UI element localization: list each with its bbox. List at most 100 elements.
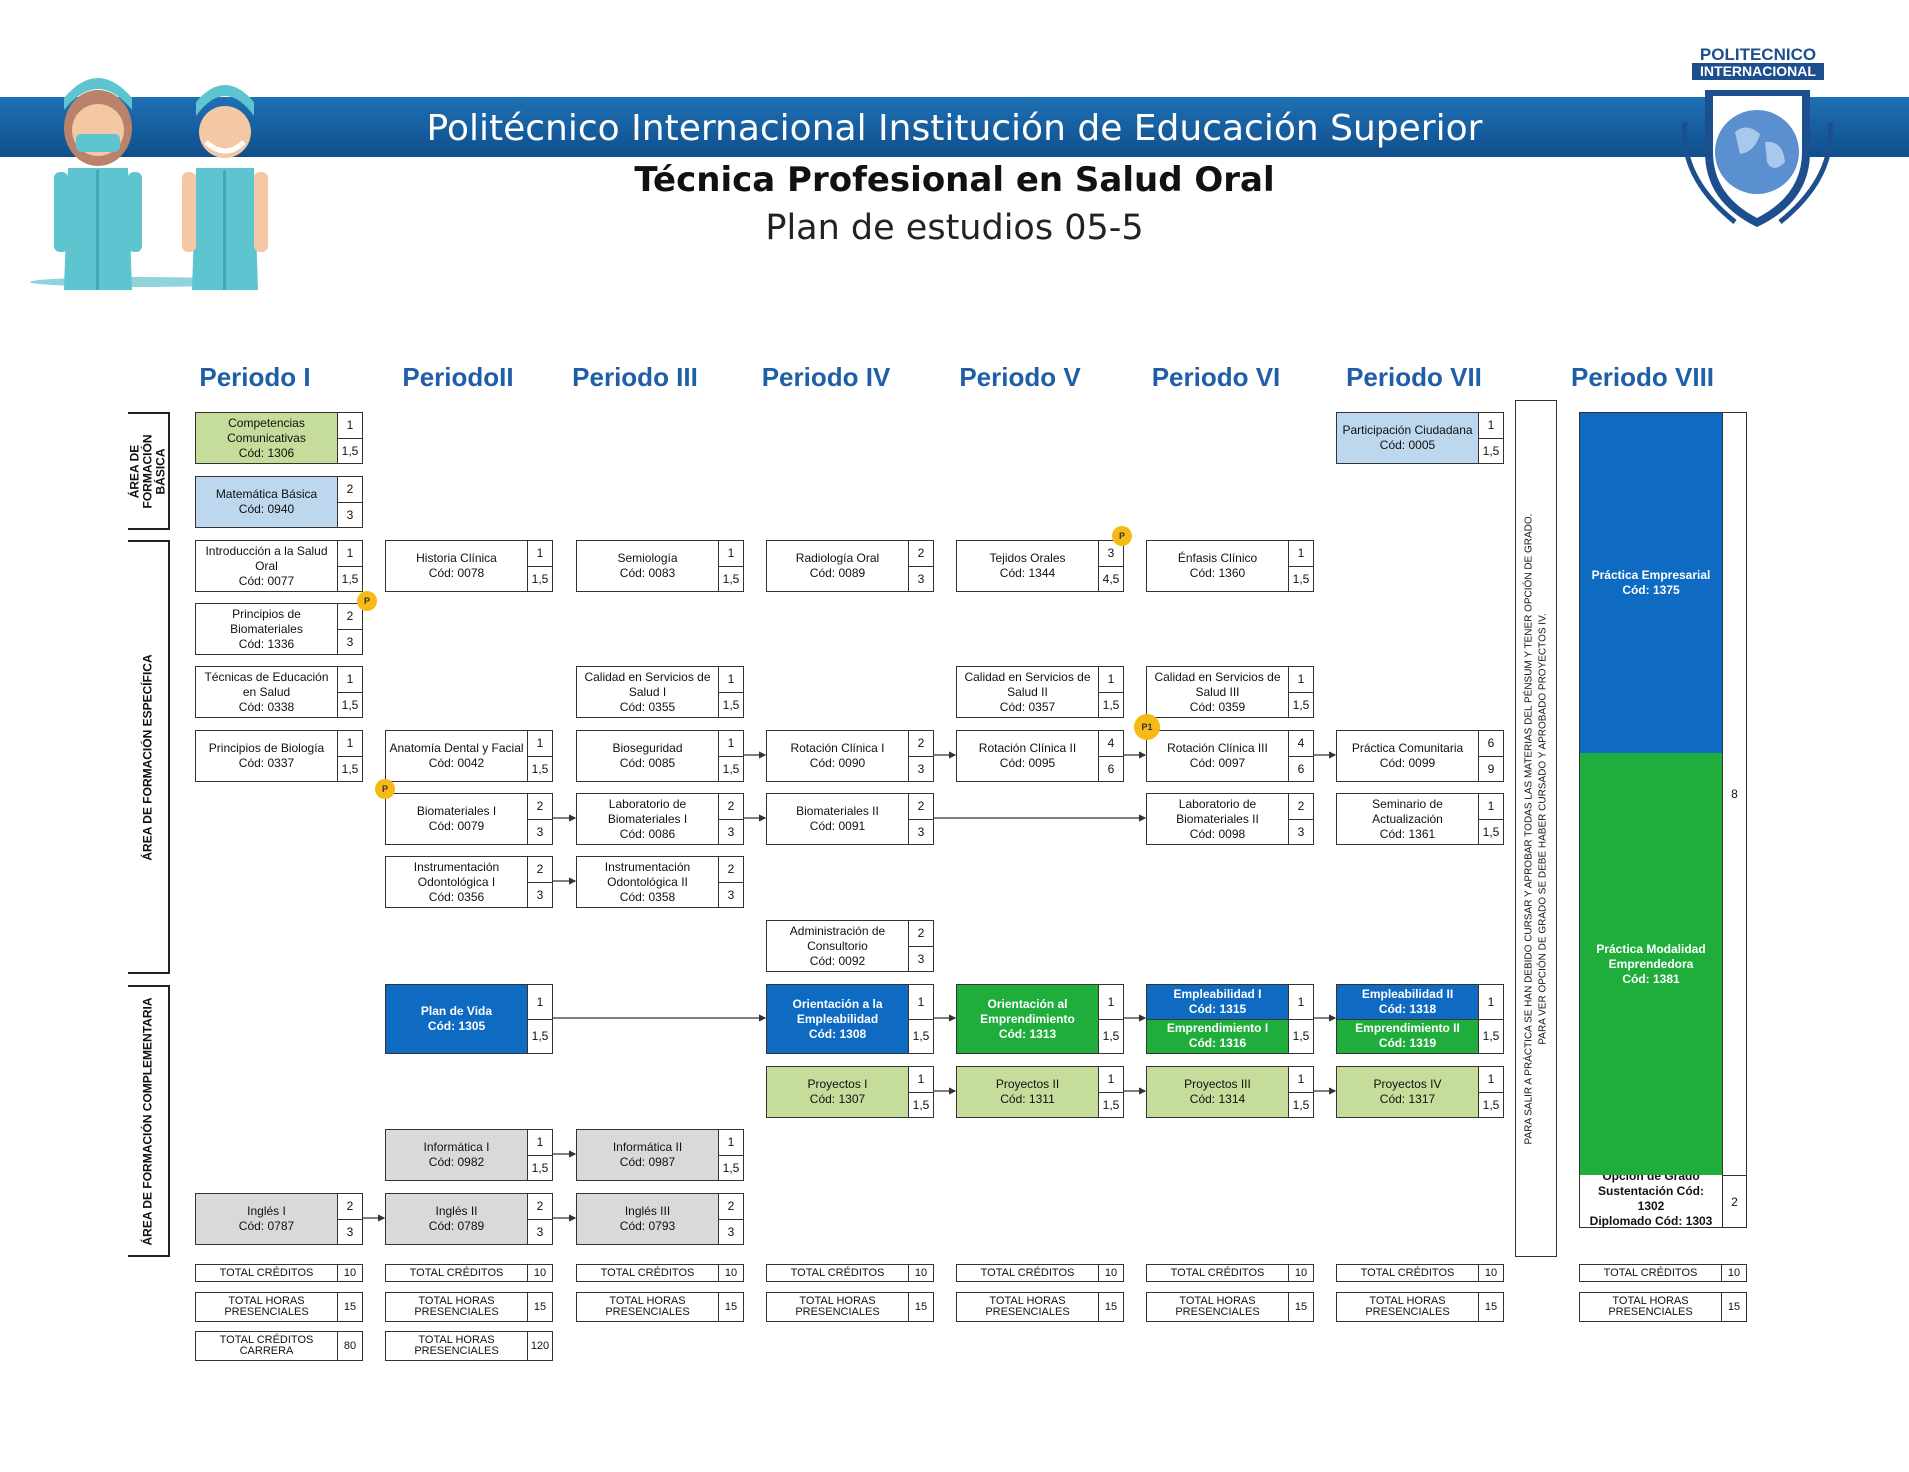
practica-emprendedora-block[interactable]: Práctica Modalidad Emprendedora Cód: 138…: [1580, 753, 1722, 1175]
opcion-grado-line2: Sustentación Cód:: [1597, 1184, 1704, 1198]
course-credits: 1: [1487, 1072, 1495, 1087]
total-value: 15: [527, 1293, 552, 1321]
course-credits: 1: [727, 736, 735, 751]
course-credits: 2: [536, 1199, 544, 1214]
course-title: Rotación Clínica III: [1167, 741, 1268, 755]
course-title: Seminario de Actualización: [1372, 796, 1443, 826]
course-title: Orientación a la Empleabilidad: [792, 996, 883, 1026]
course-code: Cód: 1316: [1188, 1036, 1247, 1051]
area-especifica-label: ÁREA DE FORMACIÓN ESPECÍFICA: [128, 540, 170, 974]
prerequisite-badge: P: [1112, 526, 1132, 546]
opcion-grado-block[interactable]: Opción de Grado Sustentación Cód: 1302 D…: [1580, 1175, 1722, 1227]
total-label: TOTAL CRÉDITOS: [409, 1266, 504, 1279]
course-title: Tejidos Orales: [989, 551, 1066, 565]
course-hours: 1,5: [1099, 1018, 1123, 1054]
course-code: Cód: 0940: [238, 502, 295, 516]
course-code: Cód: 0086: [619, 826, 676, 841]
course-hours: 1,5: [338, 437, 362, 464]
course-code: Cód: 1344: [999, 566, 1056, 580]
total-value: 10: [718, 1265, 743, 1281]
course-code: Cód: 1313: [998, 1026, 1057, 1041]
course-credits: 2: [1297, 799, 1305, 814]
practica-emprendedora-name: Práctica Modalidad Emprendedora: [1596, 941, 1706, 971]
course-credits: 2: [346, 482, 354, 497]
total-value: 15: [908, 1293, 933, 1321]
total-label: TOTAL CRÉDITOS: [219, 1266, 314, 1279]
course-credits: 1: [346, 736, 354, 751]
course-code: Cód: 0789: [428, 1219, 485, 1233]
practica-empresarial-code: Cód: 1375: [1622, 583, 1680, 597]
course-code: Cód: 0987: [619, 1155, 676, 1169]
course-code: Cód: 0005: [1379, 438, 1436, 452]
course-code: Cód: 0097: [1189, 756, 1246, 770]
practica-empresarial-block[interactable]: Práctica Empresarial Cód: 1375: [1580, 413, 1722, 753]
period-header-4: Periodo IV: [761, 362, 891, 392]
course-title: Énfasis Clínico: [1177, 551, 1258, 565]
prerequisite-badge: P: [375, 779, 395, 799]
course-credits: 6: [1487, 736, 1495, 751]
total-value: 80: [337, 1332, 362, 1360]
total-label: TOTAL HORAS PRESENCIALES: [605, 1295, 690, 1318]
course-credits: 1: [917, 994, 925, 1009]
